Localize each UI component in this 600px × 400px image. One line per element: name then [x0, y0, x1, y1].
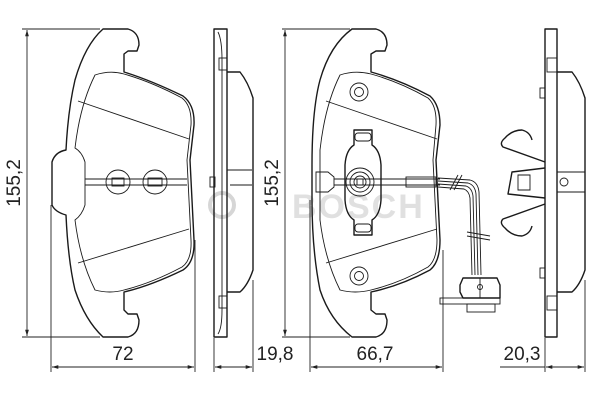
side2-thickness-dimension: 20,3 [500, 280, 586, 372]
side-view-2 [539, 28, 586, 338]
sensor-mount [344, 129, 382, 236]
dimension-label: 19,8 [257, 344, 294, 365]
pad-hole [105, 169, 131, 195]
pad-hole [142, 169, 168, 195]
pad-hole [349, 82, 369, 102]
anti-rattle-clip [500, 129, 546, 237]
watermark-text: BOSCH [292, 188, 425, 226]
middle-width-dimension: 66,7 [309, 200, 444, 372]
side-view-1 [209, 28, 254, 338]
dimension-label: 155,2 [262, 159, 283, 207]
middle-pad-back-view [311, 28, 441, 338]
dimension-label: 72 [112, 344, 133, 365]
dimension-label: 20,3 [504, 344, 541, 365]
pad-hole [349, 266, 369, 286]
middle-height-dimension: 155,2 [262, 28, 350, 338]
left-pad-front-view [51, 28, 195, 338]
dimension-label: 155,2 [4, 159, 25, 207]
side1-thickness-dimension: 19,8 [213, 280, 294, 372]
left-height-dimension: 155,2 [4, 28, 100, 338]
dimension-label: 66,7 [357, 344, 394, 365]
bosch-watermark: BOSCH [208, 188, 425, 226]
wear-sensor-cable [437, 174, 501, 313]
left-width-dimension: 72 [50, 205, 196, 372]
